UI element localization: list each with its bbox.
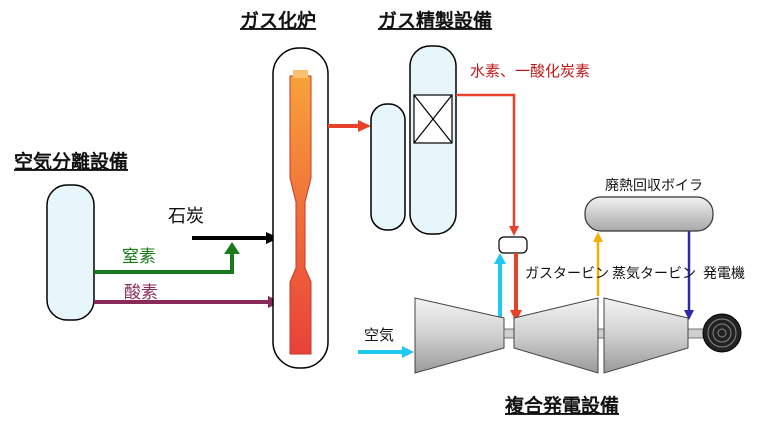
steam-turbine: [603, 297, 689, 374]
nitrogen-line: [94, 252, 234, 274]
coal-label: 石炭: [168, 206, 204, 227]
exhaust-to-hrsg-arrowhead: [593, 232, 603, 242]
steam-to-turbine-arrowhead: [684, 310, 694, 320]
syngas-arrowhead-1: [358, 120, 371, 132]
oxygen-label: 酸素: [124, 283, 158, 303]
gas-turbine-label: ガスタービン: [525, 266, 609, 282]
combined-cycle-title: 複合発電設備: [504, 394, 619, 417]
combustor: [498, 236, 528, 254]
generator-coil-1: [707, 318, 737, 348]
air-label: 空気: [364, 326, 394, 344]
generator-coil-3: [717, 328, 727, 338]
compressor: [414, 297, 505, 374]
refining-small-vessel: [370, 103, 406, 231]
gas-turbine: [513, 297, 599, 374]
air-separation-unit: [46, 184, 95, 321]
packed-bed-cross-2: [413, 94, 453, 144]
generator-label: 発電機: [703, 266, 745, 282]
air-inlet-arrowhead: [402, 346, 414, 358]
generator: [702, 313, 742, 353]
air-to-combustor-arrowhead: [494, 253, 506, 264]
hrsg-boiler: [584, 196, 714, 232]
air-separation-title: 空気分離設備: [14, 150, 128, 173]
steam-turbine-label: 蒸気タービン: [612, 266, 696, 282]
gasifier-flame-chamber: [289, 75, 312, 355]
syngas-arrowhead-2: [509, 226, 519, 236]
gasifier-title: ガス化炉: [240, 9, 316, 32]
hrsg-label: 廃熱回収ボイラ: [605, 177, 703, 194]
nitrogen-label: 窒素: [122, 247, 156, 267]
gas-refining-title: ガス精製設備: [378, 9, 492, 32]
generator-coil-2: [712, 323, 732, 343]
syngas-line-2: [456, 93, 516, 228]
combustion-gas-arrowhead: [510, 310, 522, 322]
gasifier-flame-top: [293, 70, 308, 78]
hydrogen-co-label: 水素、一酸化炭素: [470, 62, 590, 80]
nitrogen-arrowhead: [224, 242, 240, 254]
